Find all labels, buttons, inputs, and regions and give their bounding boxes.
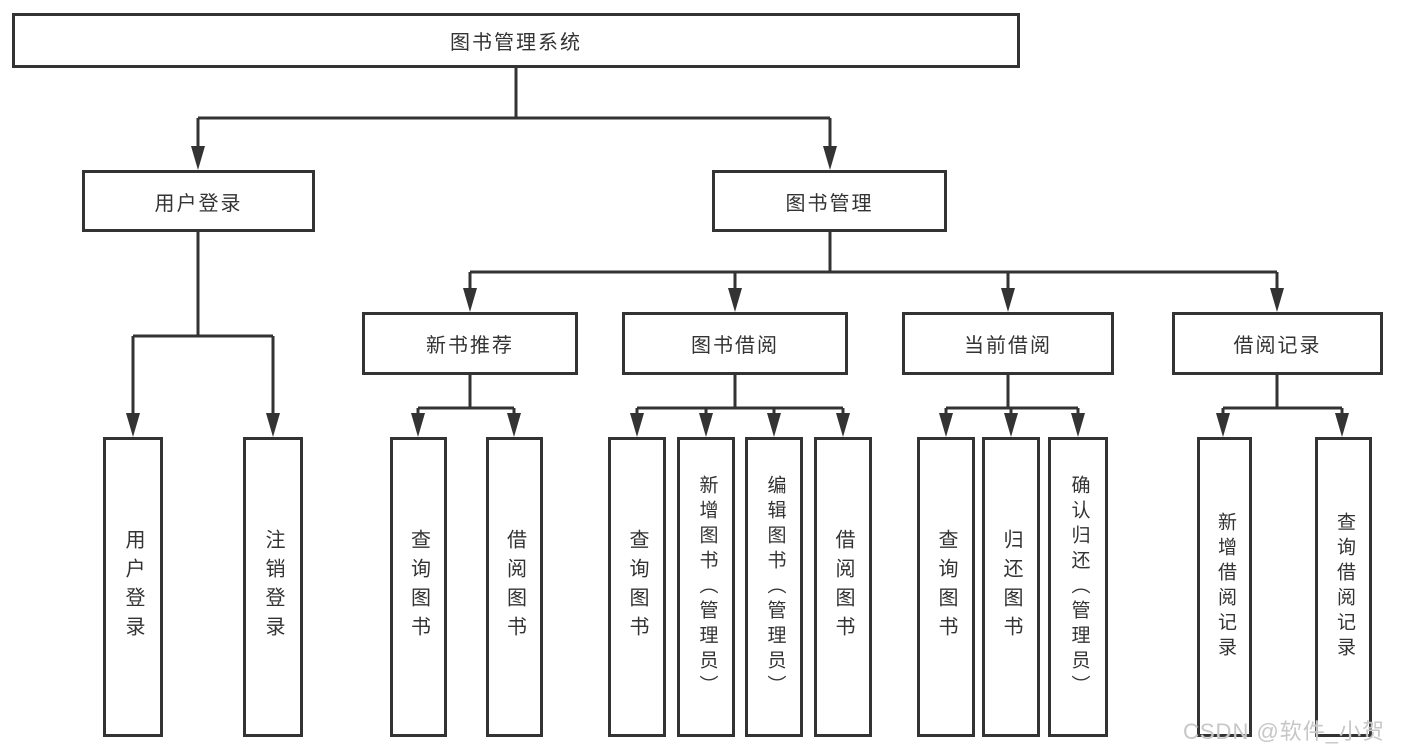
leaf-edit-book-admin: 编辑图书（管理员）	[745, 437, 803, 737]
leaf-return-book: 归还图书	[982, 437, 1040, 737]
leaf-user-login: 用户登录	[103, 437, 163, 737]
leaf-confirm-return-admin: 确认归还（管理员）	[1048, 437, 1108, 737]
leaf-logout: 注销登录	[243, 437, 303, 737]
node-borrow-record: 借阅记录	[1172, 312, 1383, 375]
leaf-add-book-admin: 新增图书（管理员）	[677, 437, 735, 737]
csdn-watermark: CSDN @软件_小贺同学	[1183, 719, 1386, 744]
node-new-book-recommend: 新书推荐	[362, 312, 578, 375]
leaf-query-book-borrow: 查询图书	[608, 437, 666, 737]
node-current-borrow: 当前借阅	[902, 312, 1114, 375]
leaf-add-borrow-record: 新增借阅记录	[1197, 437, 1252, 737]
node-book-management: 图书管理	[712, 170, 947, 232]
leaf-query-book-current: 查询图书	[917, 437, 975, 737]
leaf-query-borrow-record: 查询借阅记录	[1315, 437, 1372, 737]
leaf-query-book-recommend: 查询图书	[390, 437, 447, 737]
node-book-borrow: 图书借阅	[622, 312, 848, 375]
node-user-login: 用户登录	[82, 170, 315, 232]
leaf-borrow-book-recommend: 借阅图书	[486, 437, 543, 737]
node-library-system: 图书管理系统	[12, 13, 1020, 68]
leaf-borrow-book: 借阅图书	[814, 437, 872, 737]
